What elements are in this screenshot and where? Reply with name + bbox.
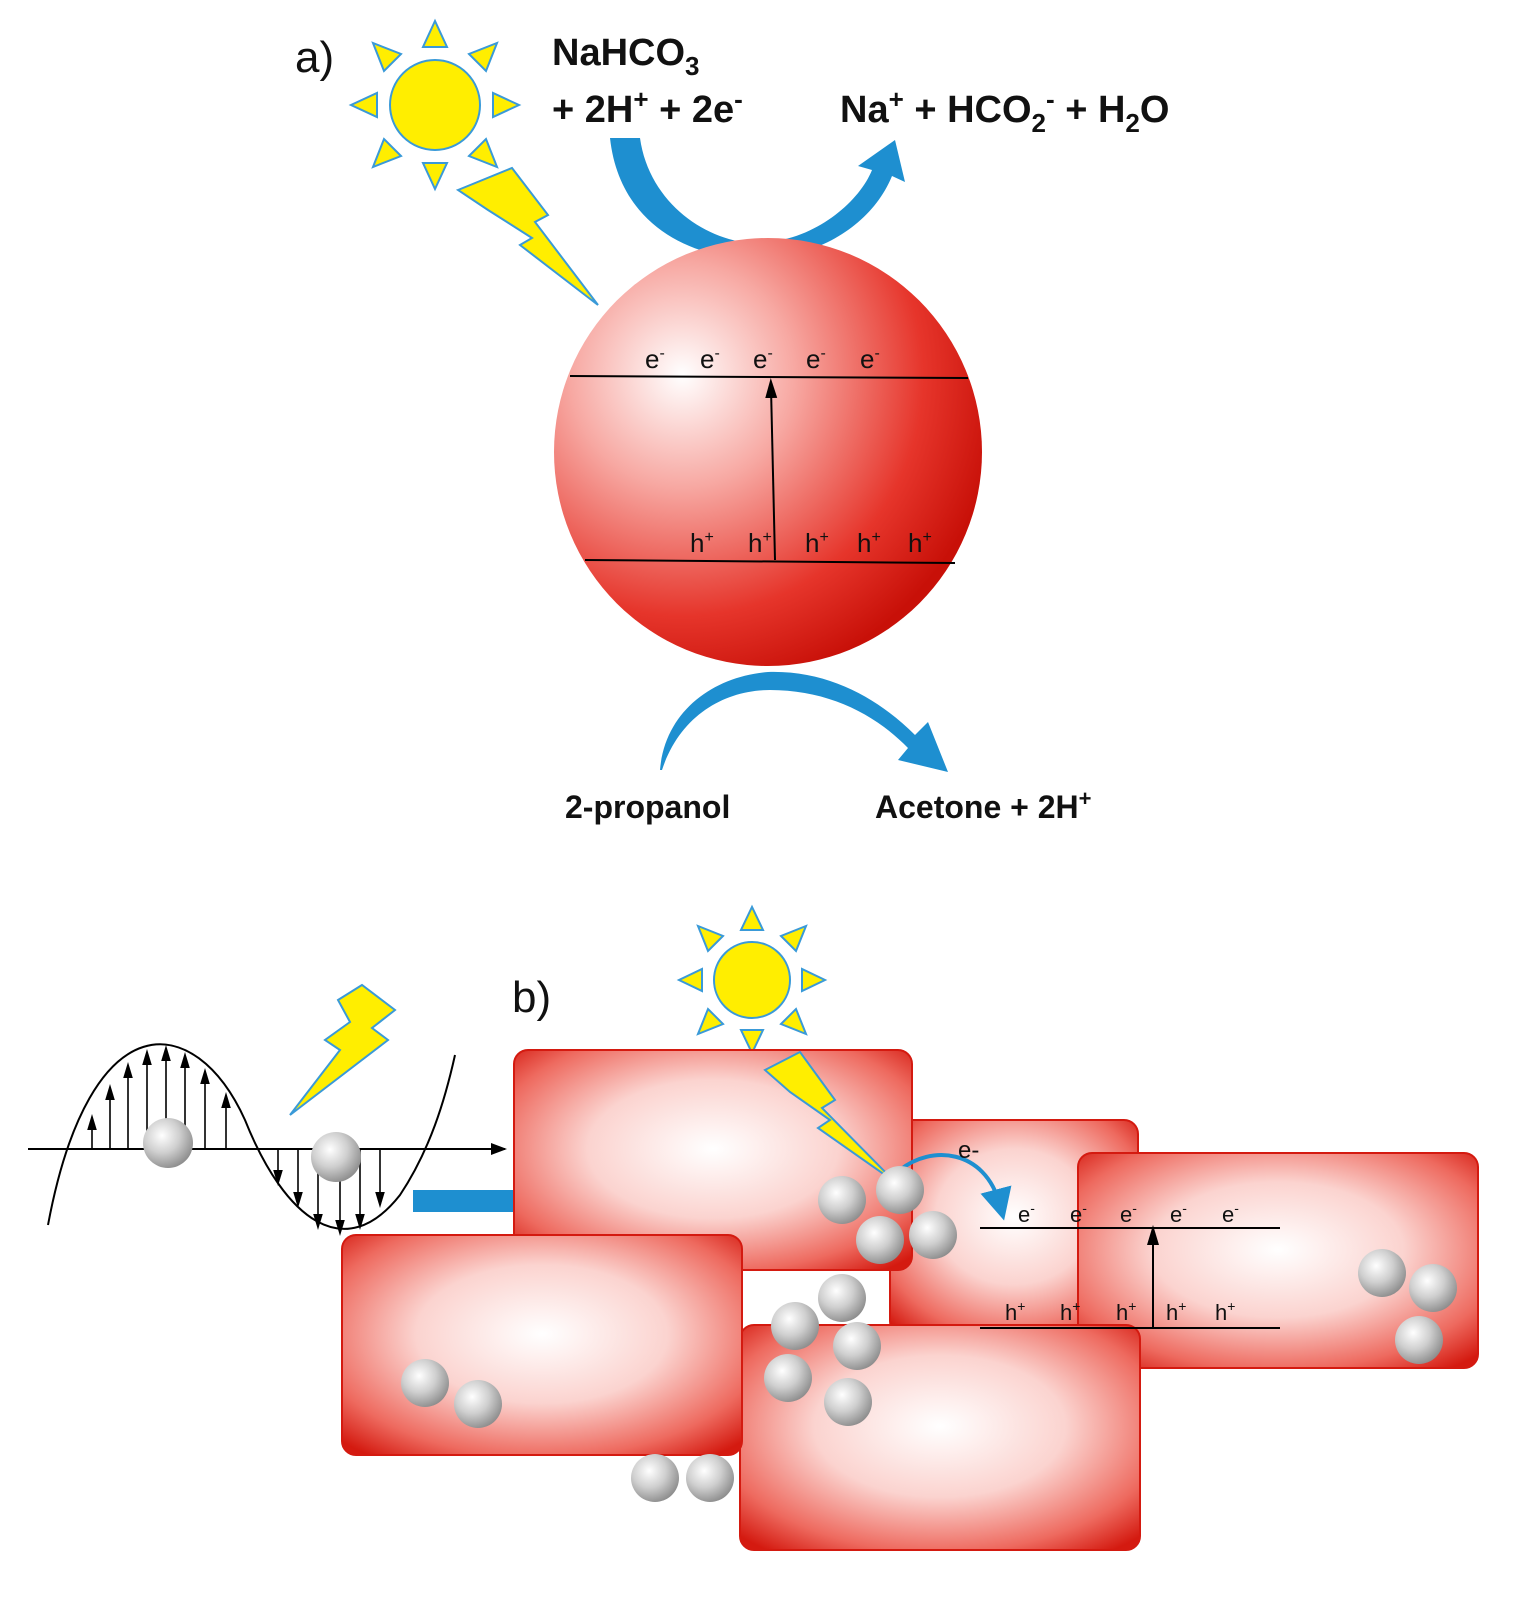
oxidation-reactant: 2-propanol [565,789,730,825]
panel-a-label: a) [295,33,334,82]
lightning-icon [289,983,397,1116]
wave-icon [28,1043,507,1236]
svg-text:e-: e- [1222,1200,1239,1227]
lightning-icon [455,166,599,306]
nanoparticle-icon [401,1166,1457,1502]
svg-text:e-: e- [860,344,880,374]
hole-row: h+ h+ h+ h+ h+ [690,528,932,558]
svg-text:h+: h+ [748,528,772,558]
oxidation-arrow [633,671,948,772]
svg-text:h+: h+ [1166,1298,1186,1325]
oxidation-product: Acetone + 2H+ [875,786,1091,825]
svg-text:e-: e- [1018,1200,1035,1227]
svg-text:h+: h+ [1215,1298,1235,1325]
svg-text:e-: e- [806,344,826,374]
semiconductor-sphere [554,238,982,666]
svg-text:h+: h+ [805,528,829,558]
transfer-electron-label: e- [958,1137,979,1164]
excitation-arrow [765,378,778,561]
svg-text:h+: h+ [1005,1298,1025,1325]
svg-text:e-: e- [645,344,665,374]
valence-band [584,559,956,564]
svg-text:h+: h+ [857,528,881,558]
reduction-reactant-line2: + 2H+ + 2e- [552,84,743,131]
svg-text:e-: e- [753,344,773,374]
hole-row: h+ h+ h+ h+ h+ [1005,1298,1235,1325]
reduction-product: Na+ + HCO2- + H2O [840,84,1169,138]
svg-text:e-: e- [1170,1200,1187,1227]
reduction-reactant: NaHCO3 [552,32,700,81]
conduction-band [569,375,969,379]
sun-icon [676,904,828,1056]
svg-text:h+: h+ [1116,1298,1136,1325]
svg-text:h+: h+ [908,528,932,558]
svg-text:h+: h+ [1060,1298,1080,1325]
reduction-arrow [610,138,905,259]
electron-row: e- e- e- e- e- [1018,1200,1239,1227]
svg-text:e-: e- [700,344,720,374]
panel-b-label: b) [512,973,551,1022]
svg-text:e-: e- [1120,1200,1137,1227]
svg-text:e-: e- [1070,1200,1087,1227]
electron-row: e- e- e- e- e- [645,344,880,374]
electron-transfer-arrow [898,1153,1012,1221]
slab-right [1077,1152,1479,1369]
slab-left [341,1234,743,1456]
sun-icon [348,18,522,192]
svg-text:h+: h+ [690,528,714,558]
